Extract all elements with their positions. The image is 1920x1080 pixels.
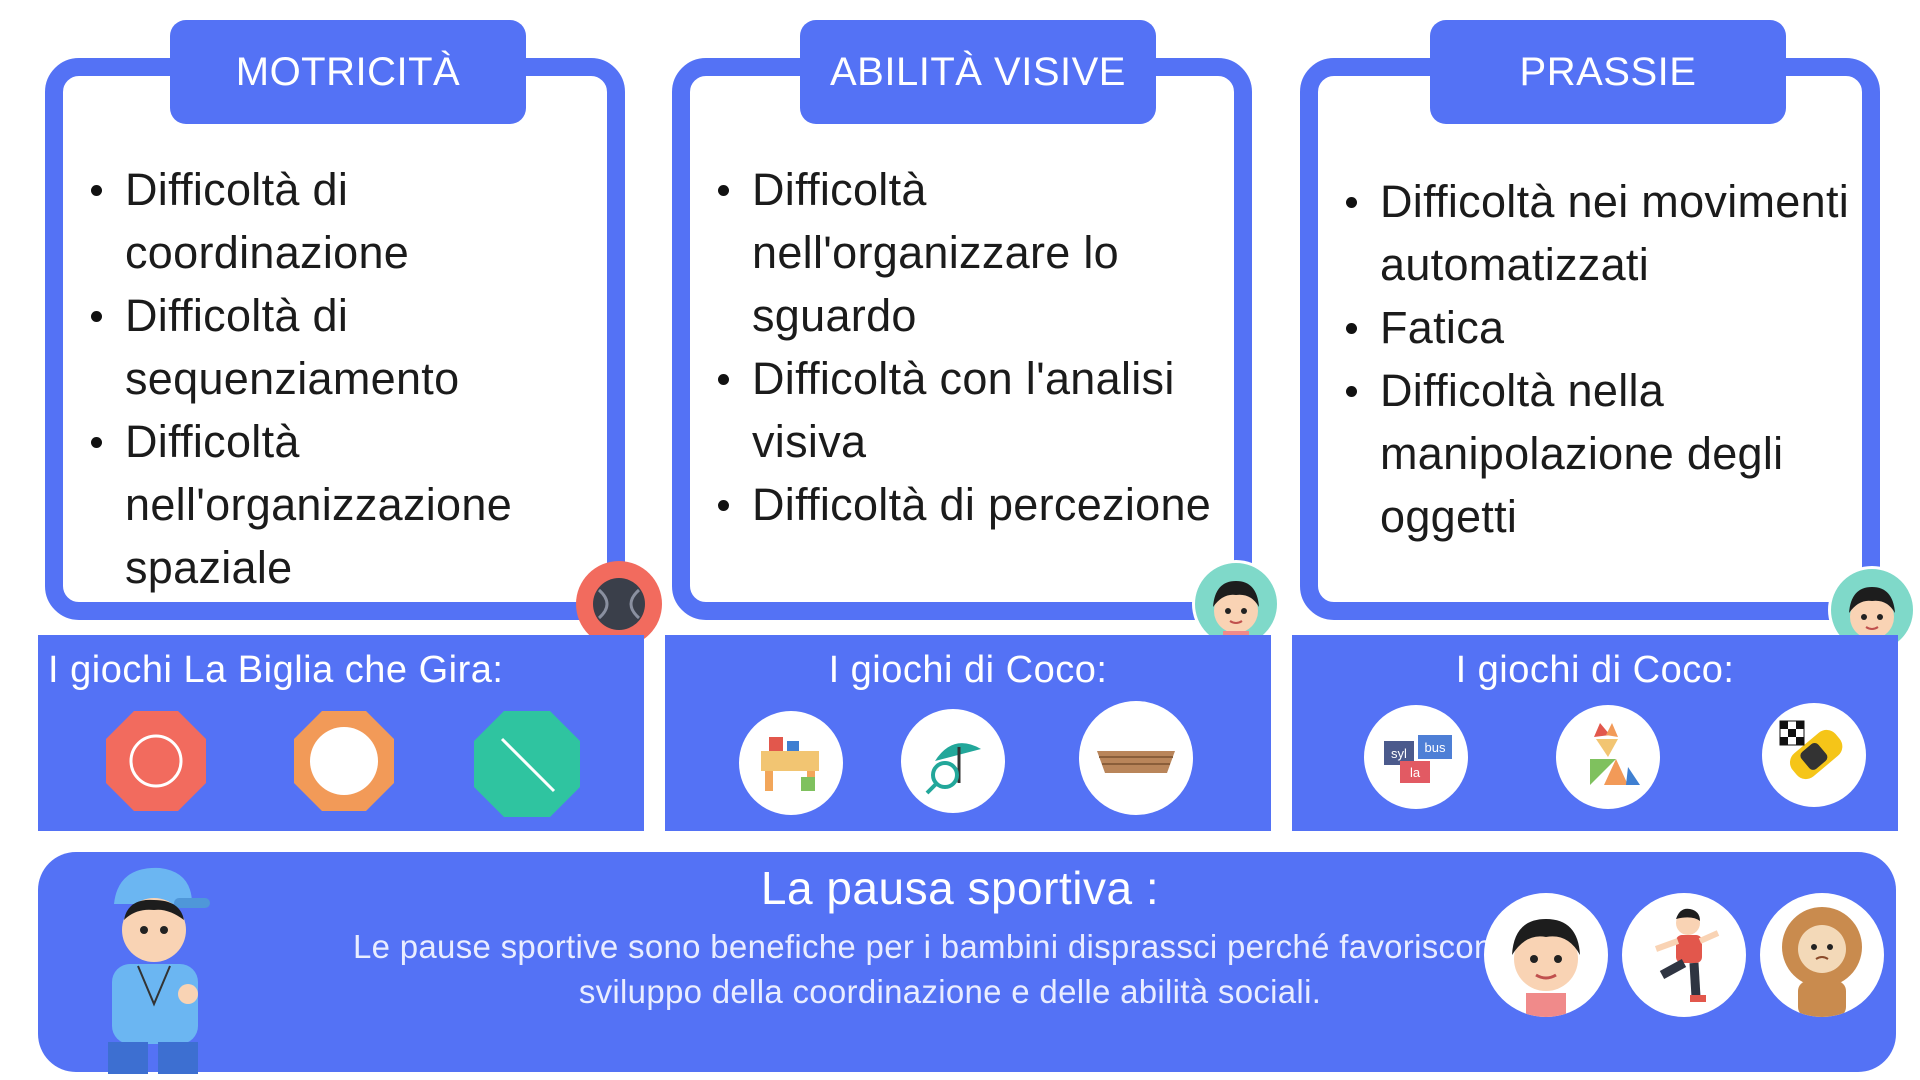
red-octagon-circle-icon[interactable]: [104, 709, 208, 813]
prassie-tab: PRASSIE: [1430, 20, 1786, 124]
prassie-card: Difficoltà nei movimenti automatizzati F…: [1300, 58, 1880, 620]
games-title: I giochi La Biglia che Gira:: [48, 649, 504, 691]
boy-face-icon: [1484, 893, 1608, 1017]
sport-title: La pausa sportiva :: [760, 862, 1160, 914]
list-item: Difficoltà nell'organizzare lo sguardo: [718, 158, 1234, 347]
abilita-visive-tab: ABILITÀ VISIVE: [800, 20, 1156, 124]
abilita-visive-card: Difficoltà nell'organizzare lo sguardo D…: [672, 58, 1252, 620]
syllable-la: la: [1410, 765, 1421, 780]
motricita-list: Difficoltà di coordinazione Difficoltà d…: [63, 158, 607, 599]
list-item: Difficoltà nei movimenti automatizzati: [1346, 170, 1862, 296]
syllable-syl: syl: [1391, 746, 1407, 761]
race-car-icon[interactable]: [1762, 703, 1866, 807]
tangram-cat-icon[interactable]: [1556, 705, 1660, 809]
prassie-games-panel: I giochi di Coco: syl bus la: [1292, 635, 1898, 831]
lion-costume-kid-icon: [1760, 893, 1884, 1017]
orange-octagon-circle-icon[interactable]: [292, 709, 396, 813]
prassie-list: Difficoltà nei movimenti automatizzati F…: [1318, 170, 1862, 548]
abilita-visive-list: Difficoltà nell'organizzare lo sguardo D…: [690, 158, 1234, 536]
boy-avatar-icon: [1192, 560, 1280, 648]
tennis-ball-icon: [575, 560, 663, 648]
green-octagon-line-icon[interactable]: [472, 709, 582, 819]
games-title: I giochi di Coco:: [1455, 649, 1735, 691]
toy-blocks-icon[interactable]: [739, 711, 843, 815]
syllables-icon[interactable]: syl bus la: [1364, 705, 1468, 809]
list-item: Fatica: [1346, 296, 1862, 359]
list-item: Difficoltà con l'analisi visiva: [718, 347, 1234, 473]
motricita-games-panel: I giochi La Biglia che Gira:: [38, 635, 644, 831]
list-item: Difficoltà nell'organizzazione spaziale: [91, 410, 607, 599]
list-item: Difficoltà di sequenziamento: [91, 284, 607, 410]
sport-description: Le pause sportive sono benefiche per i b…: [352, 928, 1548, 1010]
list-item: Difficoltà di coordinazione: [91, 158, 607, 284]
wooden-ark-icon[interactable]: [1079, 701, 1193, 815]
syllable-bus: bus: [1425, 740, 1446, 755]
list-item: Difficoltà nella manipolazione degli ogg…: [1346, 359, 1862, 548]
umbrella-magnifier-icon[interactable]: [901, 709, 1005, 813]
coach-kid-icon: [88, 864, 228, 1074]
boy-kicking-icon: [1622, 893, 1746, 1017]
motricita-card: Difficoltà di coordinazione Difficoltà d…: [45, 58, 625, 620]
list-item: Difficoltà di percezione: [718, 473, 1234, 536]
motricita-tab: MOTRICITÀ: [170, 20, 526, 124]
games-title: I giochi di Coco:: [828, 649, 1108, 691]
abilita-visive-games-panel: I giochi di Coco:: [665, 635, 1271, 831]
